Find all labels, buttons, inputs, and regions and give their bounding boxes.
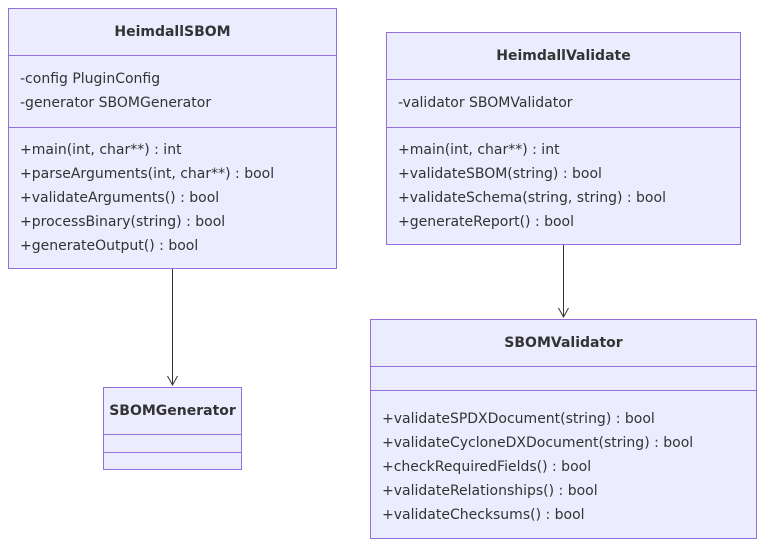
class-name-heimdall-validate: HeimdallValidate — [387, 33, 740, 80]
method-row: +validateCycloneDXDocument(string) : boo… — [382, 435, 694, 451]
method-row: +checkRequiredFields() : bool — [382, 459, 592, 475]
attribute-row: -config PluginConfig — [20, 71, 161, 87]
method-row: +validateChecksums() : bool — [382, 507, 585, 523]
methods-section: +main(int, char**) : int +validateSBOM(s… — [387, 128, 740, 234]
method-row: +validateArguments() : bool — [20, 190, 220, 206]
method-row: +main(int, char**) : int — [398, 142, 560, 158]
method-row: +parseArguments(int, char**) : bool — [20, 166, 275, 182]
attributes-section — [371, 367, 756, 391]
class-name-sbom-generator: SBOMGenerator — [104, 388, 241, 435]
class-box-heimdall-sbom: HeimdallSBOM -config PluginConfig -gener… — [8, 8, 337, 269]
arrowhead-sbom-validator — [558, 307, 569, 319]
arrowhead-sbom-generator — [167, 375, 178, 387]
class-box-sbom-validator: SBOMValidator +validateSPDXDocument(stri… — [370, 319, 757, 539]
method-row: +validateRelationships() : bool — [382, 483, 598, 499]
class-box-heimdall-validate: HeimdallValidate -validator SBOMValidato… — [386, 32, 741, 245]
method-row: +validateSBOM(string) : bool — [398, 166, 602, 182]
method-row: +main(int, char**) : int — [20, 142, 182, 158]
class-box-sbom-generator: SBOMGenerator — [103, 387, 242, 470]
methods-section: +validateSPDXDocument(string) : bool +va… — [371, 391, 756, 527]
attribute-row: -validator SBOMValidator — [398, 95, 573, 111]
attributes-section: -validator SBOMValidator — [387, 80, 740, 128]
class-name-sbom-validator: SBOMValidator — [371, 320, 756, 367]
attribute-row: -generator SBOMGenerator — [20, 95, 212, 111]
attributes-section — [104, 435, 241, 453]
class-name-heimdall-sbom: HeimdallSBOM — [9, 9, 336, 56]
methods-section: +main(int, char**) : int +parseArguments… — [9, 128, 336, 258]
method-row: +validateSchema(string, string) : bool — [398, 190, 666, 206]
method-row: +generateOutput() : bool — [20, 238, 199, 254]
method-row: +generateReport() : bool — [398, 214, 575, 230]
method-row: +validateSPDXDocument(string) : bool — [382, 411, 655, 427]
attributes-section: -config PluginConfig -generator SBOMGene… — [9, 56, 336, 128]
method-row: +processBinary(string) : bool — [20, 214, 226, 230]
